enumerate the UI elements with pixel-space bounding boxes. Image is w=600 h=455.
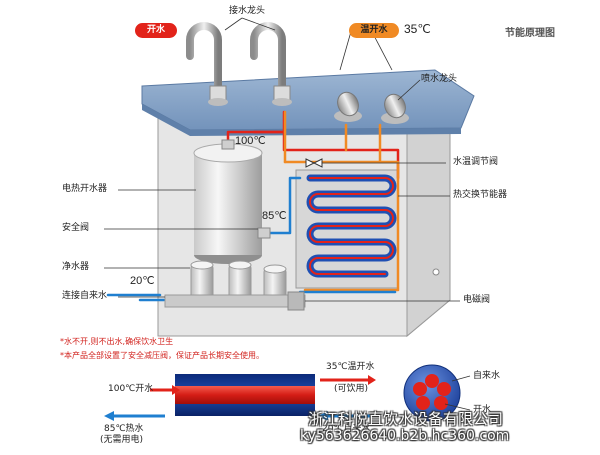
spray-faucet-right: [381, 93, 409, 124]
label-heater: 电热开水器: [62, 184, 108, 194]
spray-faucet-left: [334, 91, 362, 122]
warm-water-pill: 温开水: [349, 23, 399, 38]
temp-valve-icon: [305, 158, 323, 168]
heat-exchanger: [295, 169, 399, 289]
hot-water-pill: 开水: [135, 23, 177, 38]
label-receive-faucet: 接水龙头: [229, 6, 266, 16]
label-temp-valve: 水温调节阀: [453, 157, 499, 167]
bottom-out-warm-1: 35℃温开水: [326, 362, 375, 372]
note-1: *水不开,则不出水,确保饮水卫生: [60, 337, 174, 346]
temp-heater-top: 100℃: [235, 135, 266, 147]
label-solenoid: 电磁阀: [463, 295, 491, 305]
pipe-cross-section: [403, 364, 471, 422]
cross-label-boil: 开水: [473, 405, 492, 415]
watermark-company: 浙江科悦直饮水设备有限公司: [308, 410, 504, 428]
bottom-out-hot-1: 85℃热水: [104, 424, 144, 434]
label-inlet: 连接自来水: [62, 291, 108, 301]
bottom-out-warm-2: (可饮用): [334, 384, 369, 394]
bottom-in-hot: 100℃开水: [108, 384, 154, 394]
filters: [164, 260, 306, 311]
temp-inlet: 20℃: [130, 275, 155, 287]
boiler-tank: [193, 139, 271, 264]
label-heat-exchanger: 热交换节能器: [453, 190, 508, 200]
receive-faucet-left: [186, 22, 228, 106]
bottom-out-hot-2: (无需用电): [100, 435, 144, 445]
pipes: [106, 110, 400, 302]
temp-heater-side: 85℃: [262, 210, 287, 222]
watermark-url: ky563626640.b2b.hc360.com: [300, 428, 510, 444]
receive-faucet-right: [250, 22, 292, 106]
note-2: *本产品全部设置了安全减压阀，保证产品长期安全使用。: [60, 351, 264, 360]
cross-label-tap: 自来水: [473, 371, 501, 381]
label-purifier: 净水器: [62, 262, 90, 272]
label-spray-faucet: 喷水龙头: [421, 74, 458, 84]
label-safety-valve: 安全阀: [62, 223, 90, 233]
diagram-title: 节能原理图: [505, 28, 555, 39]
exchange-bar: [104, 374, 376, 421]
temp-warm-out: 35℃: [404, 22, 431, 36]
bottom-in-cold: 20℃自来水: [322, 424, 371, 434]
